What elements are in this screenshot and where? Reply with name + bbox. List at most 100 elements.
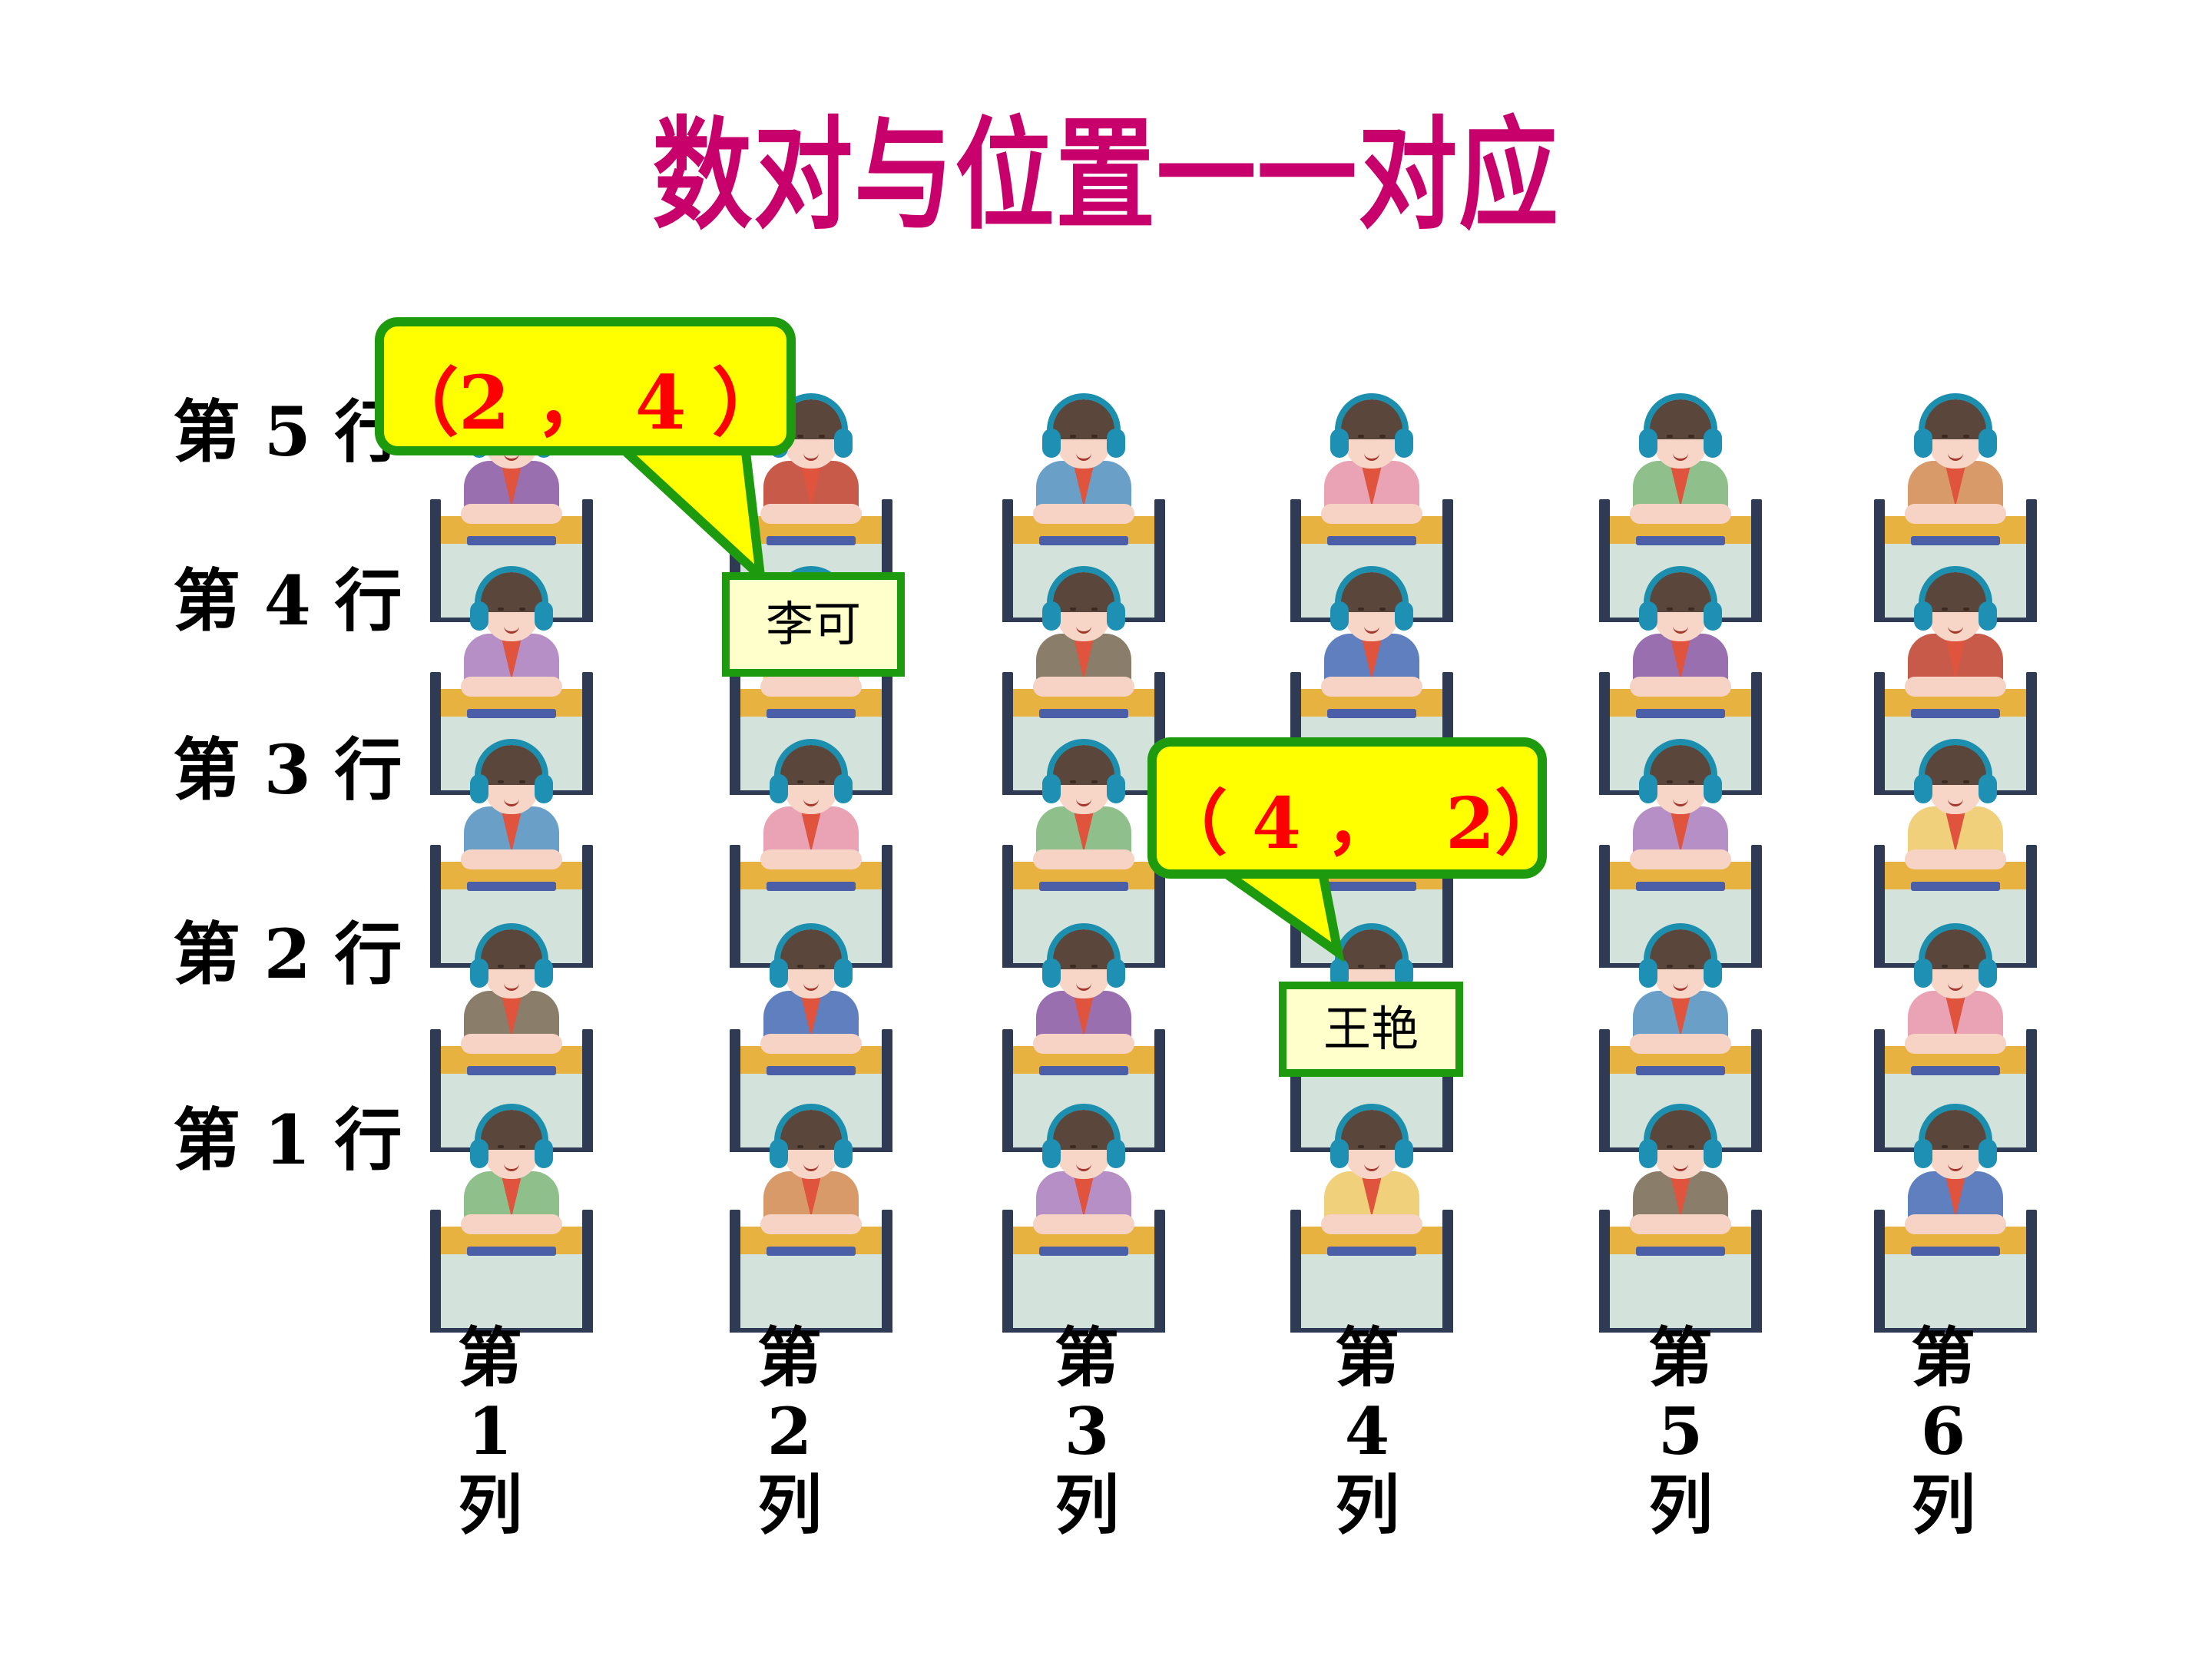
desk-post — [1002, 1029, 1013, 1152]
folded-arms — [1321, 677, 1422, 697]
folded-arms — [760, 677, 862, 697]
headphones-icon — [1919, 739, 1992, 783]
headphones-icon — [1919, 393, 1992, 438]
folded-arms — [1905, 849, 2006, 869]
desk-base — [1002, 1328, 1165, 1333]
folded-arms — [1033, 677, 1134, 697]
eye — [1358, 965, 1364, 968]
column-label-prefix: 第 — [1910, 1320, 1975, 1396]
folded-arms — [1630, 1034, 1731, 1054]
desk-post — [1874, 845, 1885, 968]
headphone-cup-icon — [1639, 959, 1657, 988]
student-c1-r2 — [435, 916, 588, 1061]
red-scarf-icon — [501, 1173, 522, 1217]
student-c6-r1 — [1879, 1096, 2032, 1242]
student-c1-r1 — [435, 1096, 588, 1242]
column-label-number: 3 — [1064, 1393, 1110, 1469]
desk-c3-r1 — [1002, 1156, 1165, 1333]
desk-post — [430, 672, 441, 795]
headphone-cup-icon — [770, 1139, 788, 1168]
folded-arms — [760, 1034, 862, 1054]
smile — [1673, 797, 1688, 806]
desk-panel — [1885, 1254, 2026, 1328]
desk-slot — [1911, 709, 2000, 718]
desk-base — [1599, 1328, 1762, 1333]
eye — [519, 965, 525, 968]
red-scarf-icon — [1073, 1173, 1094, 1217]
desk-panel — [441, 1254, 582, 1328]
headphone-cup-icon — [1639, 1139, 1657, 1168]
student-c3-r1 — [1007, 1096, 1161, 1242]
student-c5-r2 — [1604, 916, 1757, 1061]
folded-arms — [1630, 677, 1731, 697]
red-scarf-icon — [1361, 635, 1382, 680]
red-scarf-icon — [1670, 1173, 1691, 1217]
column-label-6: 第 6 列 — [1897, 1321, 1989, 1542]
desk-c6-r1 — [1874, 1156, 2037, 1333]
student-c5-r5 — [1604, 386, 1757, 531]
smile — [1948, 452, 1963, 461]
desk-slot — [1039, 709, 1128, 718]
desk-post — [1290, 499, 1301, 622]
student-c3-r2 — [1007, 916, 1161, 1061]
desk-post — [882, 1029, 892, 1152]
student-c6-r3 — [1879, 731, 2032, 877]
headphone-cup-icon — [1107, 959, 1125, 988]
smile — [803, 982, 819, 991]
eye — [1358, 1145, 1364, 1148]
smile — [803, 797, 819, 806]
red-scarf-icon — [1945, 635, 1966, 680]
column-label-number: 6 — [1920, 1393, 1966, 1469]
headphone-cup-icon — [535, 959, 553, 988]
headphones-icon — [1047, 739, 1121, 783]
folded-arms — [760, 504, 862, 524]
headphone-cup-icon — [1330, 429, 1349, 458]
coordinate-pair-text: （ 4 ， 2） — [1157, 782, 1566, 865]
desk-post — [1442, 1210, 1453, 1333]
desk-slot — [1636, 1066, 1725, 1075]
headphone-cup-icon — [1639, 601, 1657, 631]
headphone-cup-icon — [770, 959, 788, 988]
eye — [797, 965, 803, 968]
desk-post — [882, 845, 892, 968]
smile — [504, 452, 519, 461]
eye — [1688, 1145, 1694, 1148]
headphone-cup-icon — [1914, 774, 1932, 803]
red-scarf-icon — [1670, 992, 1691, 1037]
eye — [1963, 780, 1969, 783]
desk-base — [1874, 1328, 2037, 1333]
desk-slot — [1636, 1247, 1725, 1256]
eye — [1091, 435, 1098, 438]
column-label-prefix: 第 — [1054, 1320, 1119, 1396]
desk-slot — [1636, 882, 1725, 891]
desk-post — [1442, 499, 1453, 622]
headphones-icon — [1047, 1104, 1121, 1148]
smile — [504, 624, 519, 634]
eye — [1379, 1145, 1386, 1148]
smile — [803, 1162, 819, 1171]
headphone-cup-icon — [1704, 959, 1722, 988]
eye — [1942, 608, 1948, 611]
headphone-cup-icon — [1330, 601, 1349, 631]
folded-arms — [461, 1034, 562, 1054]
eye — [1963, 608, 1969, 611]
desk-slot — [1327, 882, 1416, 891]
smile — [1948, 982, 1963, 991]
page-title: 数对与位置一一对应 — [652, 105, 1560, 247]
headphone-cup-icon — [1042, 601, 1061, 631]
desk-post — [1002, 845, 1013, 968]
smile — [1673, 624, 1688, 634]
folded-arms — [760, 849, 862, 869]
student-c2-r2 — [734, 916, 888, 1061]
column-label-number: 2 — [767, 1393, 813, 1469]
headphones-icon — [1919, 1104, 1992, 1148]
desk-post — [730, 845, 740, 968]
folded-arms — [461, 677, 562, 697]
smile — [1076, 797, 1091, 806]
desk-post — [582, 845, 593, 968]
row-label-2: 第 2 行 — [173, 914, 402, 994]
headphones-icon — [1644, 739, 1717, 783]
column-label-4: 第 4 列 — [1321, 1321, 1413, 1542]
eye — [498, 608, 504, 611]
headphone-cup-icon — [535, 1139, 553, 1168]
